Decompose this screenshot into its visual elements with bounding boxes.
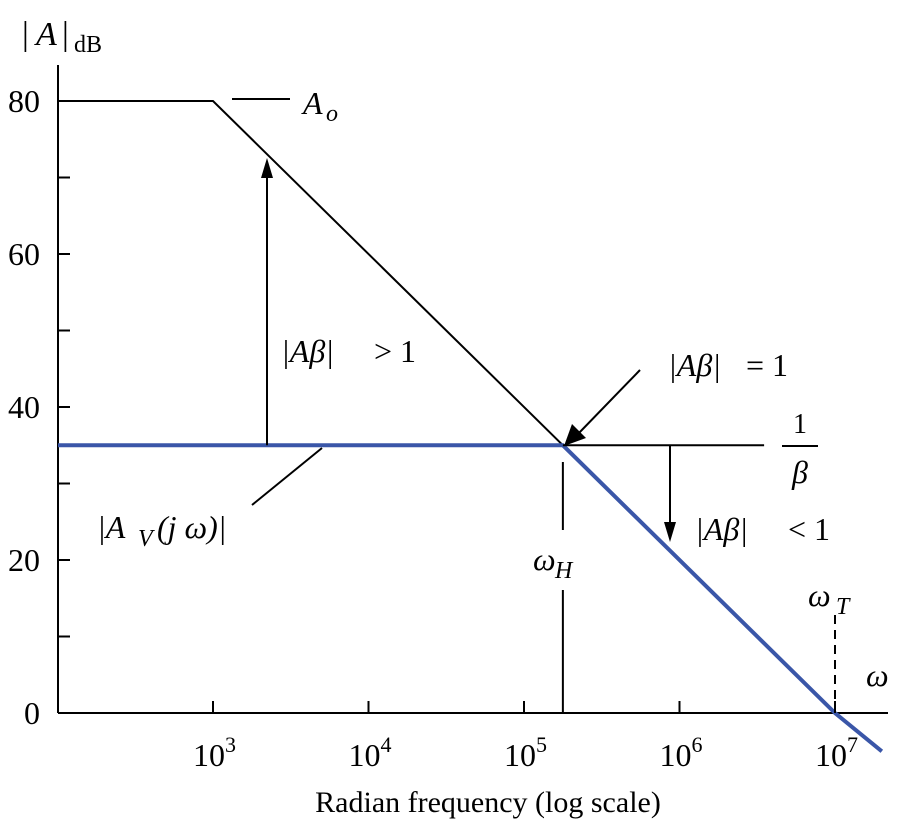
ao-main: A [301,85,323,121]
ab-gt-rel: > 1 [374,333,416,369]
x-tick-exponent: 7 [847,732,858,757]
x-tick-label: 104 [349,732,392,773]
ab-eq-rel: = 1 [746,347,788,383]
x-axis-symbol: ω [866,657,889,693]
series-group [58,100,884,753]
y-tick-label: 0 [24,695,40,731]
label-ao: A o [301,85,338,127]
y-label-bar-right: | [62,16,69,53]
gain-eq-one-arrowhead [564,424,586,446]
y-tick-label: 20 [8,542,40,578]
y-tick-label: 80 [8,83,40,119]
x-tick-exponent: 3 [225,732,236,757]
label-omega-t: ω T [808,577,851,620]
x-ticks: 103 104 105 106 107 [193,701,858,773]
omega-t-main: ω [808,577,831,613]
ao-sub: o [326,101,338,127]
av-sub: V [138,526,155,552]
av-pre: |A [97,509,126,545]
av-leader [251,447,323,506]
label-ab-lt-1: |Aβ| < 1 [695,511,830,547]
label-ab-gt-1: |Aβ| > 1 [281,333,416,369]
y-label-bar-left: | [22,16,29,53]
label-beta-inverse: 1 β [782,409,818,490]
x-tick-exponent: 5 [536,732,547,757]
y-axis-label: | A | dB [22,16,102,58]
omega-h-main: ω [533,541,556,577]
x-tick-exponent: 6 [692,732,703,757]
ab-lt-rel: < 1 [788,511,830,547]
ab-gt-text: |Aβ| [281,333,334,369]
axes [57,65,888,714]
omega-h-sub: H [554,558,574,584]
annotation-group [232,98,836,713]
label-ab-eq-1: |Aβ| = 1 [668,347,788,383]
gain-eq-one-arrow [577,369,641,435]
av-post: (j ω)| [157,509,227,545]
x-tick-label: 103 [193,732,236,773]
x-tick-label: 105 [504,732,547,773]
y-tick-label: 40 [8,389,40,425]
open-loop-gain-line [58,100,836,714]
ab-lt-text: |Aβ| [695,511,748,547]
label-av-jw: |A V (j ω)| [97,509,227,552]
label-omega-h: ω H [533,541,574,584]
y-tick-label: 60 [8,236,40,272]
x-tick-exponent: 4 [381,732,392,757]
x-axis-label: Radian frequency (log scale) [315,786,661,819]
y-label-main: A [34,16,57,53]
y-ticks: 0 20 40 60 80 [8,83,70,731]
gain-gt-one-arrowhead [261,158,273,178]
y-label-sub: dB [74,32,102,58]
omega-t-sub: T [836,594,851,620]
x-tick-label: 107 [815,732,858,773]
closed-loop-gain-line [58,443,884,753]
x-tick-label: 106 [660,732,703,773]
ab-eq-text: |Aβ| [668,347,721,383]
gain-lt-one-arrowhead [664,522,676,542]
beta-den: β [791,454,808,490]
beta-num: 1 [793,409,807,440]
